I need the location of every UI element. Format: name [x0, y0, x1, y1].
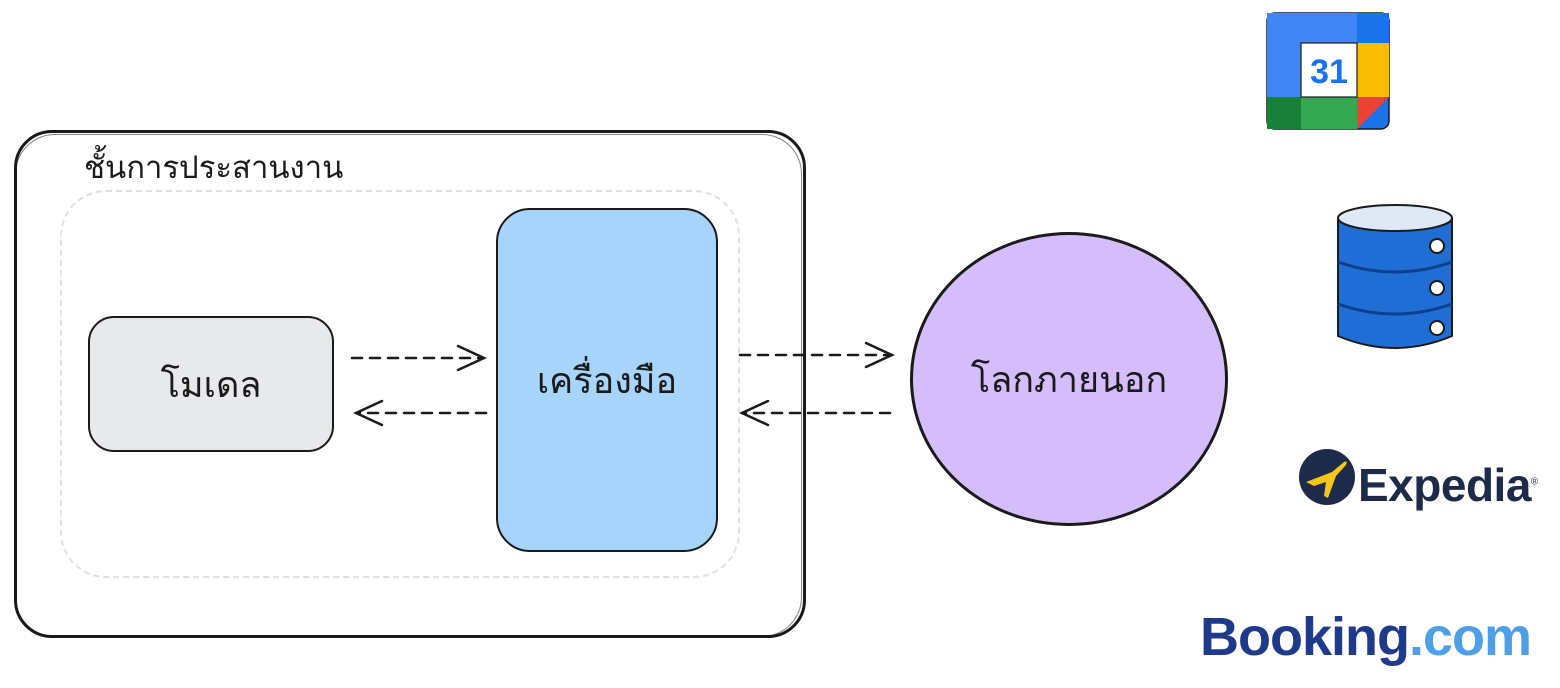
- expedia-registered-mark: ®: [1530, 476, 1538, 488]
- layer-title: ชั้นการประสานงาน: [84, 150, 344, 186]
- expedia-wordmark: Expedia: [1358, 459, 1531, 511]
- tools-label: เครื่องมือ: [536, 360, 678, 402]
- database-icon: [1337, 204, 1453, 349]
- orchestration-layer: [14, 130, 806, 638]
- expedia-logo: Expedia®: [1358, 458, 1538, 512]
- inner-dashed-boundary: [60, 190, 740, 578]
- calendar-number: 31: [1310, 53, 1348, 91]
- arrow-model-to-tools: [350, 344, 487, 372]
- world-label: โลกภายนอก: [970, 359, 1168, 401]
- booking-domain: .com: [1408, 607, 1532, 667]
- expedia-plane-icon: [1299, 449, 1355, 505]
- booking-wordmark: Booking: [1200, 607, 1410, 667]
- tools-node: เครื่องมือ: [496, 208, 718, 552]
- arrow-tools-to-model: [353, 399, 488, 427]
- booking-logo: Booking.com: [1200, 606, 1532, 668]
- arrow-tools-to-world: [738, 341, 895, 369]
- arrow-world-to-tools: [739, 399, 892, 427]
- external-world-node: โลกภายนอก: [910, 232, 1228, 526]
- calendar-icon: 31: [1266, 12, 1390, 130]
- model-label: โมเดล: [160, 364, 262, 406]
- model-node: โมเดล: [88, 316, 334, 452]
